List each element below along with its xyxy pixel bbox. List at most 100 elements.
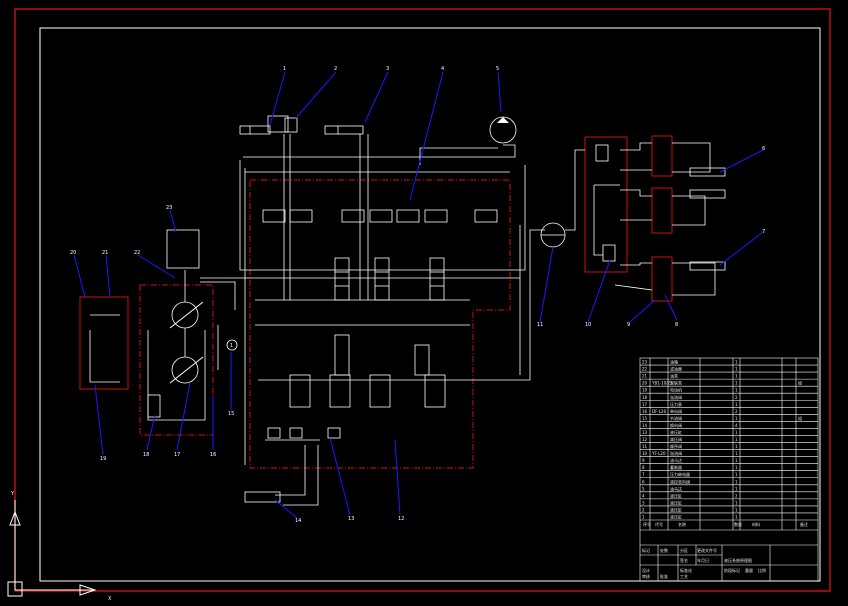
title-block-text: 序号 代号 名称 数量 材料 备注 标记 处数 分区 更改文件号 签名 年月日 …: [642, 521, 808, 579]
parts-row-qty: 1: [735, 486, 738, 491]
parts-row-no: 14: [642, 423, 648, 428]
parts-row-qty: 1: [735, 444, 738, 449]
parts-row-qty: 1: [735, 500, 738, 505]
cell-review: 审核: [642, 573, 650, 579]
parts-row-no: 17: [642, 402, 648, 407]
cell-mark: 标记: [642, 547, 650, 553]
callout-8: 8: [675, 322, 678, 328]
drawing-name: 液压系统原理图: [724, 557, 752, 563]
parts-row-code: DF-L20: [652, 409, 667, 414]
pipelines: [200, 134, 716, 506]
callout-11: 11: [537, 322, 543, 328]
parts-row-code: YF-L20: [651, 451, 666, 456]
parts-row-qty: 1: [735, 437, 738, 442]
header-no: 序号: [643, 521, 651, 527]
parts-row-name: 液压缸: [670, 492, 682, 498]
parts-row-name: 液压缸: [670, 514, 682, 520]
callout-22: 22: [134, 250, 140, 256]
cell-date: 年月日: [697, 557, 709, 563]
outer-sheet-border: [14, 8, 831, 592]
parts-row-no: 8: [642, 465, 645, 470]
right-cylinders: [689, 167, 726, 271]
gauge-symbol-label: 1: [230, 343, 233, 349]
parts-row-qty: 2: [735, 409, 738, 414]
parts-row-qty: 1: [735, 479, 738, 484]
parts-row-name: 液压缸: [670, 506, 682, 512]
callout-17: 17: [174, 452, 180, 458]
relief-valves-bottom: [267, 427, 341, 439]
parts-row-qty: 1: [735, 430, 738, 435]
parts-row-qty: 1: [735, 507, 738, 512]
cell-process: 工艺: [680, 574, 688, 579]
callout-leaders: [73, 71, 764, 519]
hydraulic-schematic: [79, 115, 726, 506]
callout-14: 14: [295, 518, 301, 524]
callout-6: 6: [762, 146, 765, 152]
header-name: 名称: [678, 521, 686, 527]
pressure-gauge: [226, 339, 238, 351]
header-material: 材料: [752, 521, 760, 527]
pump-lower: [171, 356, 199, 384]
stage-mark: 阶段标记: [724, 567, 740, 573]
stage-scale: 比例: [758, 567, 766, 573]
top-cylinders: [239, 115, 364, 135]
cell-standard: 标准化: [680, 567, 692, 573]
parts-row-name: 液压缸: [670, 429, 682, 435]
bottom-cylinder: [244, 491, 281, 503]
parts-row-qty: 1: [735, 465, 738, 470]
callout-10: 10: [585, 322, 591, 328]
component-boundaries: [139, 179, 511, 469]
callout-3: 3: [386, 66, 389, 72]
parts-row-no: 6: [642, 479, 645, 484]
parts-row-code: YB1-10/25: [651, 381, 673, 386]
parts-row-no: 4: [642, 493, 645, 498]
parts-row-qty: 1: [735, 374, 738, 379]
parts-row-name: 溢流阀: [670, 450, 682, 456]
stage-weight: 重量: [745, 567, 753, 573]
callout-numbers: 1 2 3 4 5 6 7 8 9 10 11 12 13 14 15 16 1…: [70, 66, 765, 524]
parts-row-qty: 1: [735, 402, 738, 407]
parts-row-qty: 1: [735, 388, 738, 393]
parts-row-name: 顺序阀: [670, 443, 682, 449]
callout-15: 15: [228, 411, 234, 417]
parts-row-qty: 1: [735, 381, 738, 386]
callout-16: 16: [210, 452, 216, 458]
ucs-icon: [7, 500, 97, 597]
parts-row-note: 组: [798, 415, 802, 421]
parts-row-qty: 1: [735, 451, 738, 456]
parts-row-name: 液控单向阀: [670, 478, 690, 484]
directional-valves-middle: [334, 257, 445, 301]
parts-row-qty: 1: [735, 458, 738, 463]
cell-zone: 分区: [680, 547, 688, 553]
parts-row-no: 20: [642, 381, 648, 386]
callout-1: 1: [283, 66, 286, 72]
parts-row-no: 13: [642, 430, 648, 435]
parts-row-qty: 2: [735, 493, 738, 498]
callout-23: 23: [166, 205, 172, 211]
cell-sign: 签名: [680, 557, 688, 563]
parts-row-no: 5: [642, 486, 645, 491]
header-note: 备注: [800, 521, 808, 527]
parts-row-no: 11: [642, 444, 648, 449]
parts-row-name: 溢流阀: [670, 394, 682, 400]
parts-row-qty: 4: [735, 423, 738, 428]
parts-row-no: 3: [642, 500, 645, 505]
ucs-y-label: Y: [10, 491, 15, 497]
title-block: [639, 357, 819, 582]
header-qty: 数量: [734, 521, 742, 527]
parts-row-no: 18: [642, 395, 648, 400]
callout-5: 5: [496, 66, 499, 72]
callout-9: 9: [627, 322, 630, 328]
parts-row-note: 组: [798, 380, 802, 386]
parts-row-name: 电动机: [670, 387, 682, 393]
parts-row-name: 滤油器: [670, 366, 682, 372]
callout-21: 21: [102, 250, 108, 256]
oil-tank-symbol: [166, 229, 200, 269]
ucs-x-label: X: [108, 596, 112, 602]
cell-approve: 批准: [660, 573, 668, 579]
parts-row-no: 22: [642, 367, 648, 372]
parts-row-qty: 1: [735, 416, 738, 421]
parts-row-no: 23: [642, 360, 648, 365]
